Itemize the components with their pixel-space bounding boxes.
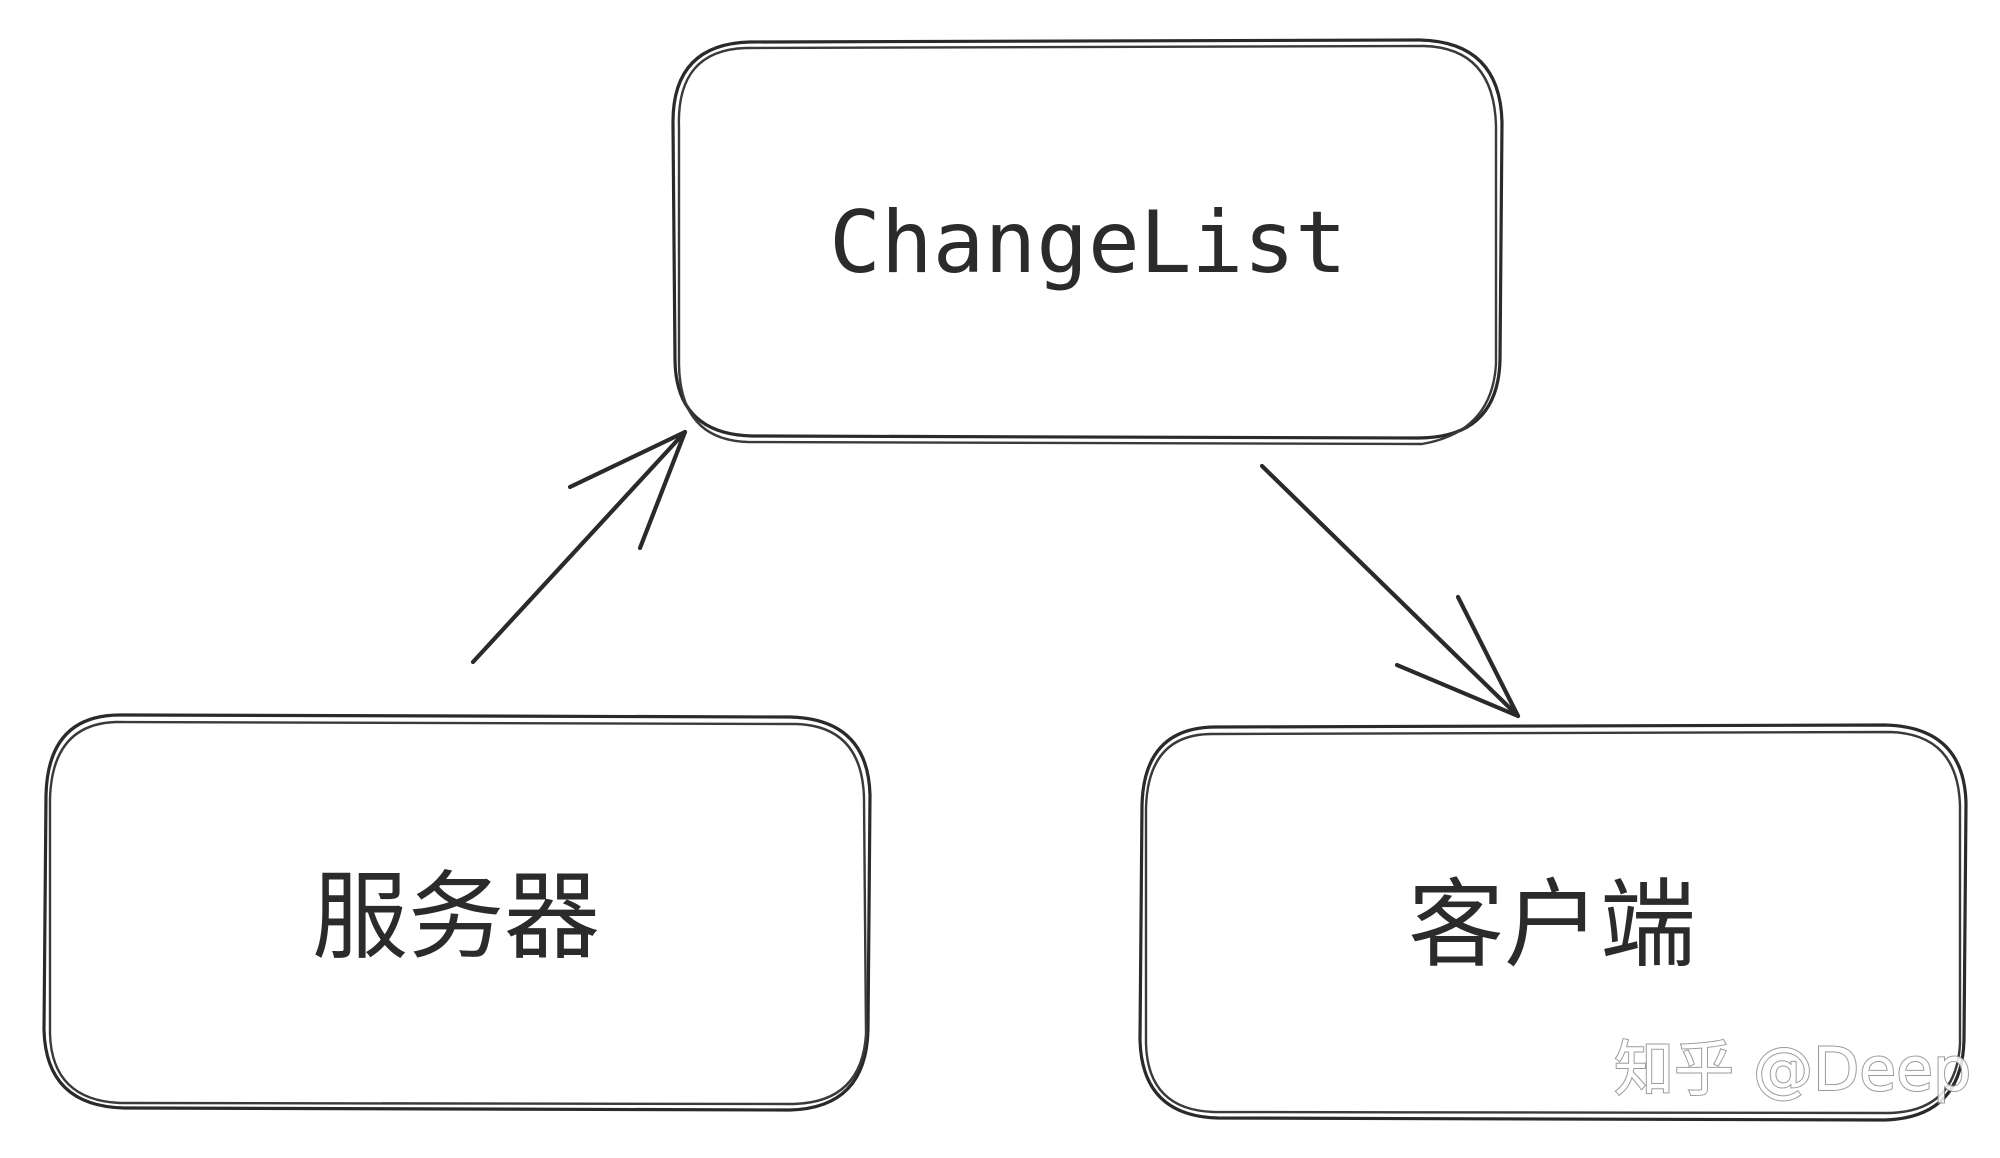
changelist-node-border-sketch <box>677 44 1498 446</box>
client-label: 客户端 <box>1408 869 1696 981</box>
arrow-server-to-changelist <box>470 429 688 665</box>
client-node-border <box>1138 723 1968 1122</box>
arrow-server-to-changelist-head <box>567 429 688 551</box>
server-node: 服务器 <box>42 713 872 1112</box>
changelist-node-border <box>671 38 1504 440</box>
server-node-border <box>42 713 872 1112</box>
client-node: 客户端 <box>1138 723 1968 1122</box>
watermark-text: 知乎 @Deep <box>1614 1035 1971 1105</box>
client-node-border-sketch <box>1144 730 1962 1115</box>
server-label: 服务器 <box>312 861 600 973</box>
changelist-label: ChangeList <box>829 193 1347 293</box>
arrow-changelist-to-client-shaft <box>1259 463 1521 719</box>
arrow-server-to-changelist-shaft <box>470 429 688 665</box>
changelist-node: ChangeList <box>671 38 1504 446</box>
server-node-border-sketch <box>48 720 868 1106</box>
arrow-changelist-to-client-head <box>1394 594 1521 719</box>
arrow-changelist-to-client <box>1259 463 1521 719</box>
